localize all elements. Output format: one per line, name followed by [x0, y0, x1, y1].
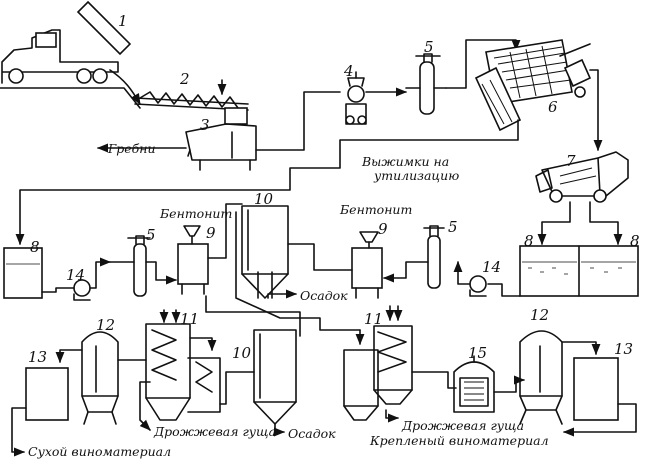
sulfitator-icon — [127, 235, 151, 297]
label-3: 3 — [200, 116, 210, 134]
crusher-icon — [185, 107, 257, 171]
pump-icon — [469, 275, 487, 297]
fermenter-pair-icon — [343, 305, 413, 421]
stems-label: Гребни — [107, 141, 156, 156]
label-10-bottom: 10 — [232, 344, 252, 362]
label-11-right: 11 — [364, 310, 383, 328]
reservoir-tank-icon — [3, 247, 43, 299]
label-8-left: 8 — [30, 238, 40, 256]
label-9-left: 9 — [206, 224, 216, 242]
pomace-label-line1: Выжимки на — [361, 154, 449, 169]
sulfitator-icon — [423, 225, 445, 289]
label-14-left: 14 — [66, 266, 85, 284]
label-5-top: 5 — [424, 38, 434, 56]
fortified-wine-material-label: Крепленый виноматериал — [369, 433, 549, 448]
bentonite-label-left: Бентонит — [159, 206, 232, 221]
press-icon — [474, 39, 592, 132]
sulfitator-icon — [405, 53, 447, 115]
sedimentation-tank-icon — [253, 329, 297, 425]
fortification-vessel-icon — [453, 355, 495, 413]
label-7: 7 — [566, 152, 576, 170]
pomace-label-line2: утилизацию — [373, 168, 459, 183]
bentonite-mixer-icon — [177, 225, 209, 295]
label-1: 1 — [118, 12, 128, 30]
label-13-right: 13 — [614, 340, 633, 358]
label-6: 6 — [548, 98, 558, 116]
label-8-right-a: 8 — [524, 232, 534, 250]
label-5-left: 5 — [146, 226, 156, 244]
label-9-right: 9 — [378, 220, 388, 238]
label-10-top: 10 — [254, 190, 274, 208]
label-11-left: 11 — [180, 310, 199, 328]
bentonite-mixer-icon — [351, 231, 383, 299]
bentonite-label-right: Бентонит — [339, 202, 412, 217]
yeast-lees-label-right: Дрожжевая гуща — [401, 418, 524, 433]
sedimentation-tank-icon — [241, 205, 289, 299]
heat-exchanger-icon — [519, 330, 563, 425]
label-12-left: 12 — [96, 316, 115, 334]
sediment-label-bottom: Осадок — [288, 426, 336, 441]
auger-conveyor-icon — [134, 79, 249, 111]
label-13-left: 13 — [28, 348, 47, 366]
label-5-right: 5 — [448, 218, 458, 236]
sediment-label-top: Осадок — [300, 288, 348, 303]
label-15: 15 — [468, 344, 487, 362]
heat-exchanger-icon — [81, 331, 147, 425]
dry-wine-material-label: Сухой виноматериал — [28, 444, 171, 459]
label-12-right: 12 — [530, 306, 549, 324]
dump-truck-icon — [0, 0, 141, 109]
fermenter-pair-icon — [145, 309, 221, 421]
yeast-lees-label-left: Дрожжевая гуща — [153, 424, 276, 439]
storage-tank-icon — [573, 357, 619, 421]
label-8-right-b: 8 — [630, 232, 640, 250]
label-4: 4 — [343, 62, 354, 80]
storage-tank-icon — [25, 367, 69, 421]
label-2: 2 — [179, 70, 190, 88]
pump-icon — [345, 71, 367, 125]
label-14-right: 14 — [482, 258, 501, 276]
settling-tank-pair-icon — [519, 245, 639, 297]
mash-separator-icon — [535, 151, 629, 203]
